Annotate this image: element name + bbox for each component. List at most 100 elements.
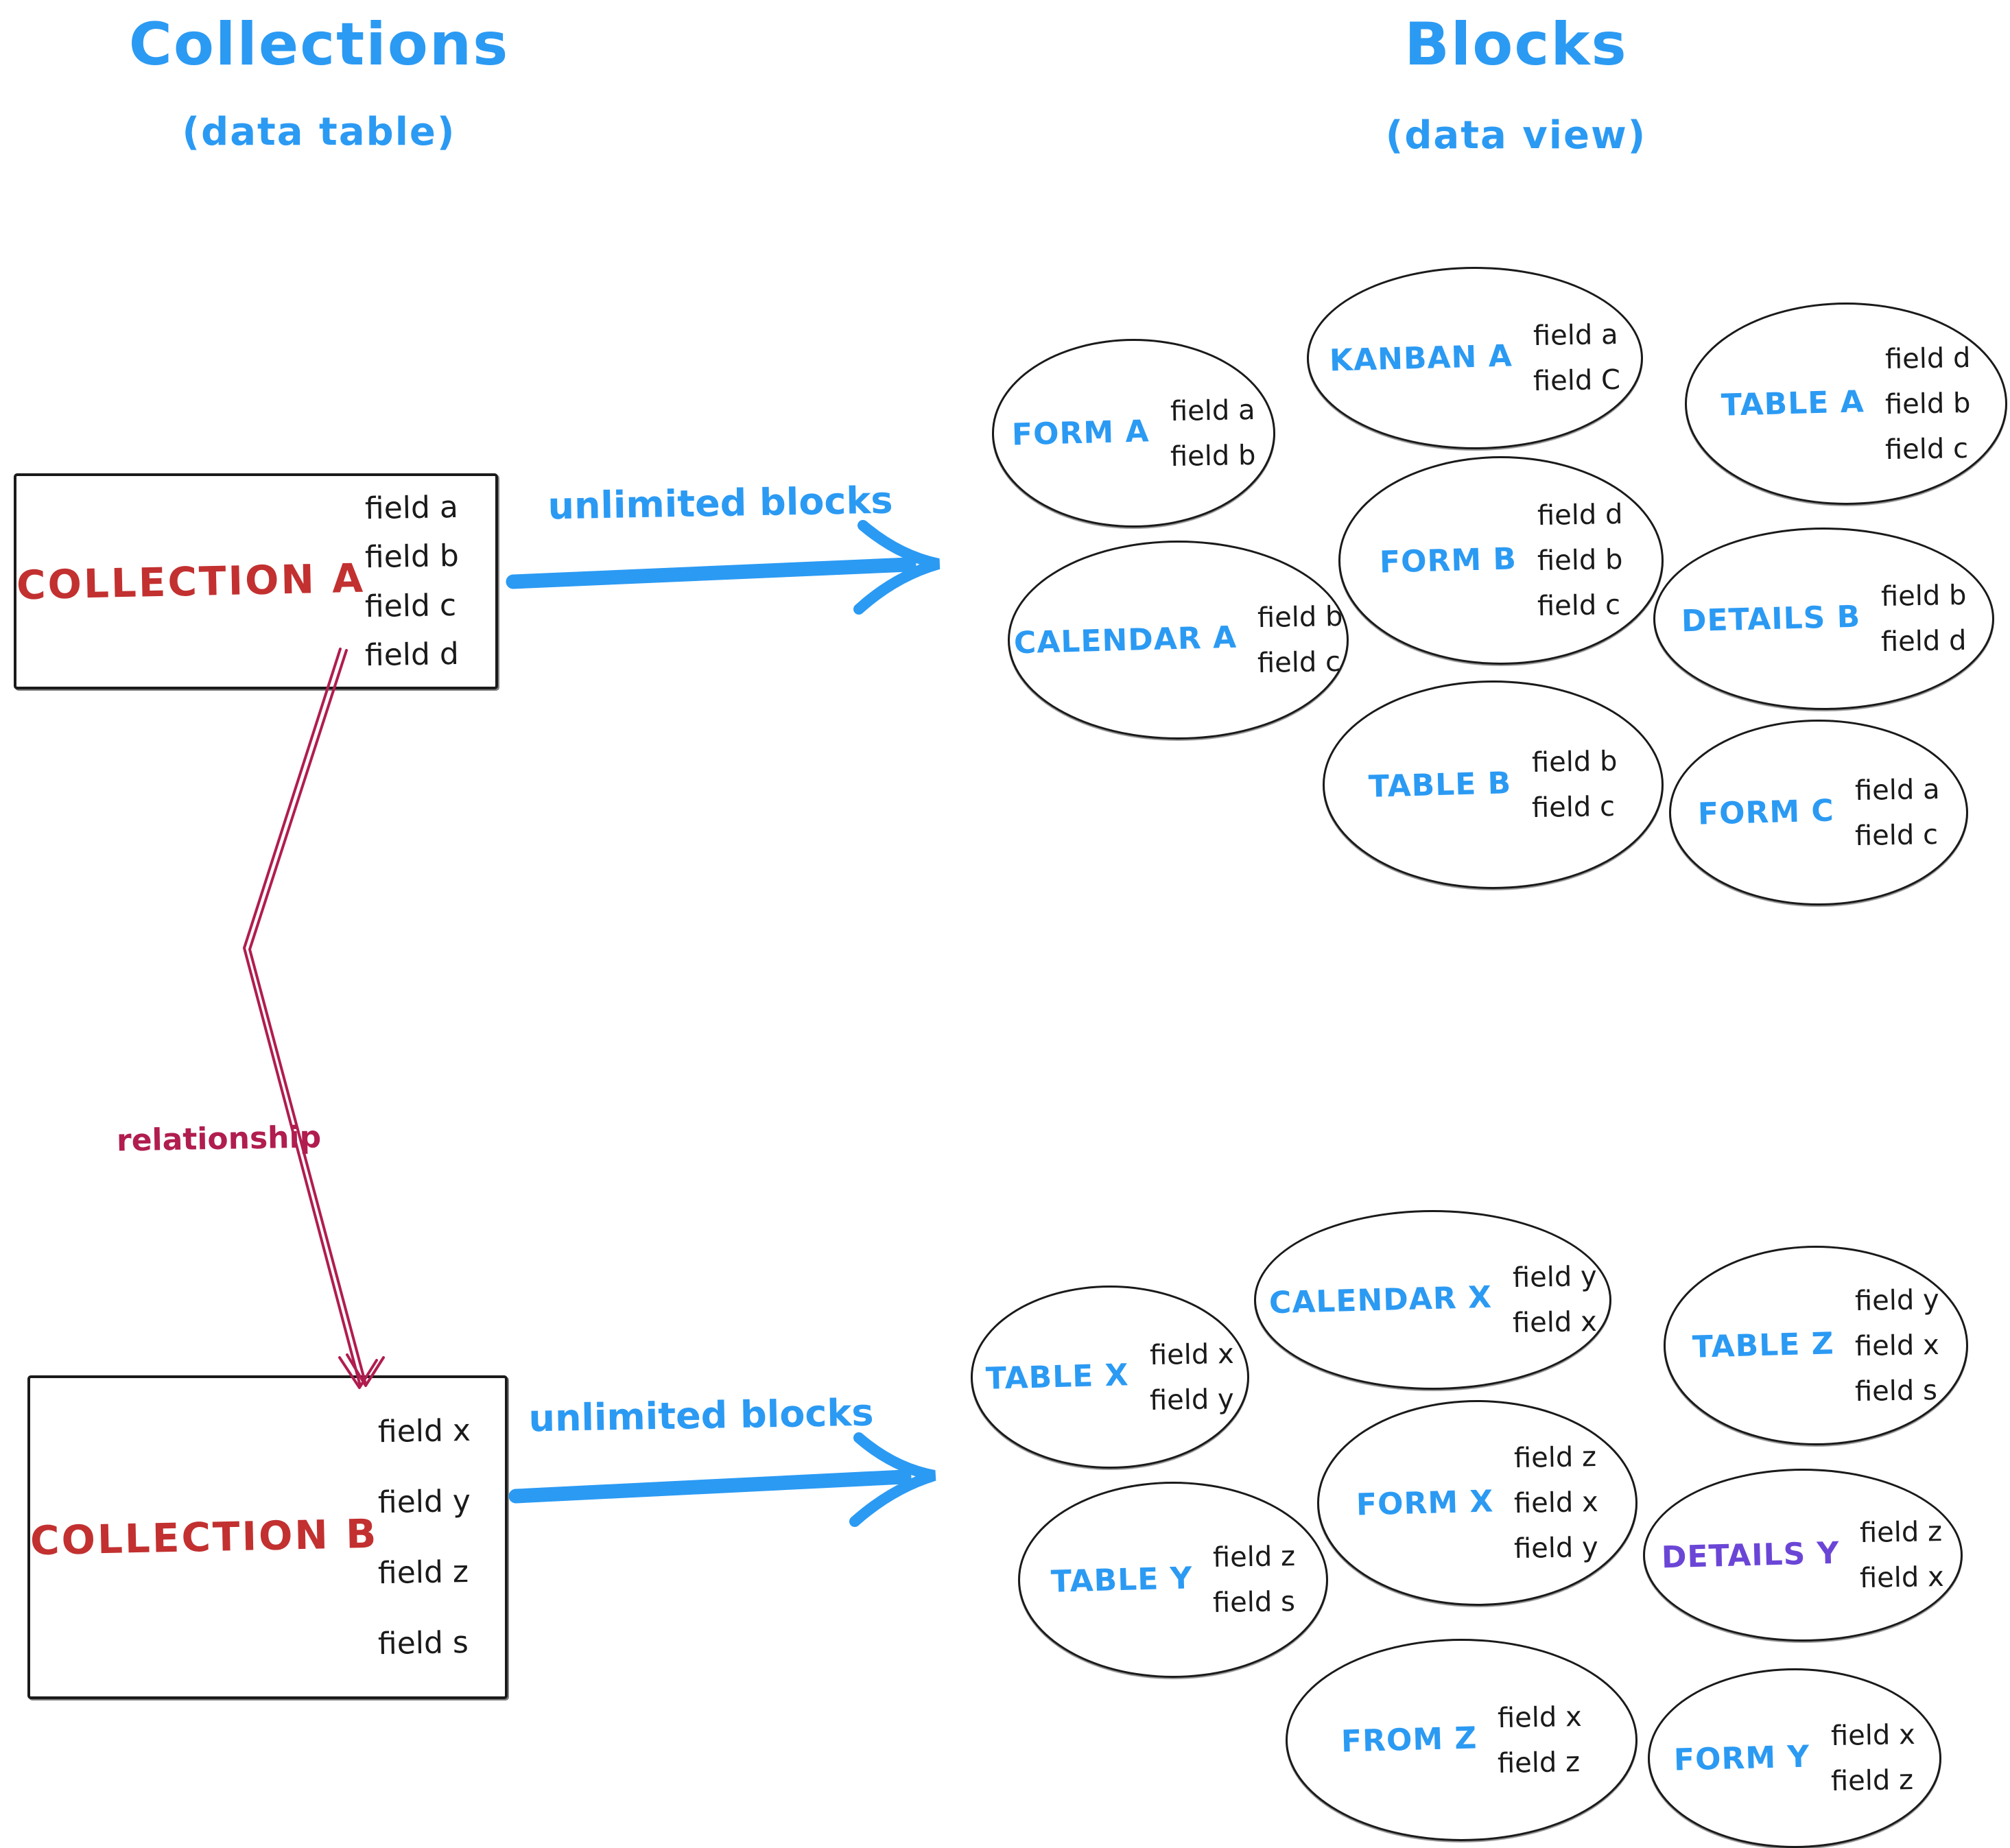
field-item: field a [1533, 318, 1618, 353]
block-details-y: DETAILS Y field z field x [1643, 1469, 1963, 1642]
block-kanban-a: KANBAN A field a field C [1307, 267, 1643, 449]
field-item: field c [1257, 645, 1341, 680]
block-form-b-fields: field d field b field c [1537, 498, 1623, 623]
relationship-connector [243, 648, 385, 1389]
field-item: field x [1830, 1718, 1915, 1753]
block-from-z-fields: field x field z [1497, 1701, 1583, 1779]
block-details-b-label: DETAILS B [1681, 599, 1861, 639]
field-item: field z [1212, 1540, 1296, 1574]
unlimited-blocks-arrow-bottom [508, 1432, 936, 1527]
collection-a-field: field a [364, 489, 459, 526]
block-calendar-x: CALENDAR X field y field x [1254, 1210, 1611, 1390]
block-kanban-a-label: KANBAN A [1329, 338, 1513, 378]
field-item: field s [1212, 1585, 1296, 1620]
field-item: field c [1531, 790, 1616, 825]
collection-a-field: field c [364, 587, 457, 625]
block-table-y-label: TABLE Y [1050, 1560, 1193, 1600]
collection-b-fields: field x field y field z field s [378, 1378, 505, 1696]
field-item: field z [1860, 1515, 1943, 1550]
block-table-y: TABLE Y field z field s [1018, 1482, 1328, 1678]
field-item: field x [1854, 1329, 1940, 1362]
collection-a-fields: field a field b field c field d [365, 476, 495, 687]
block-from-z: FROM Z field x field z [1286, 1639, 1637, 1841]
block-form-c: FORM C field a field c [1669, 720, 1968, 905]
field-item: field b [1170, 439, 1256, 473]
block-form-c-fields: field a field c [1854, 773, 1940, 852]
field-item: field C [1533, 364, 1621, 398]
block-table-a-label: TABLE A [1721, 384, 1865, 423]
block-form-a: FORM A field a field b [992, 339, 1275, 528]
block-table-y-fields: field z field s [1212, 1540, 1296, 1620]
block-form-a-fields: field a field b [1170, 394, 1256, 473]
collection-a-label: COLLECTION A [16, 554, 366, 608]
field-item: field x [1513, 1486, 1599, 1520]
block-calendar-x-fields: field y field x [1512, 1260, 1597, 1340]
block-table-x-label: TABLE X [985, 1358, 1130, 1397]
block-calendar-a-label: CALENDAR A [1013, 619, 1238, 661]
block-form-a-label: FORM A [1011, 414, 1150, 453]
collections-title: Collections [128, 10, 510, 79]
field-item: field c [1884, 432, 1969, 466]
blocks-subtitle: (data view) [1385, 113, 1647, 158]
collection-b-field: field y [377, 1483, 471, 1521]
field-item: field d [1880, 624, 1967, 659]
block-form-x-fields: field z field x field y [1513, 1441, 1599, 1565]
field-item: field x [1512, 1305, 1597, 1340]
field-item: field a [1170, 394, 1255, 427]
block-details-b: DETAILS B field b field d [1653, 528, 1994, 710]
block-table-a-fields: field d field b field c [1884, 342, 1971, 466]
field-item: field s [1854, 1374, 1938, 1408]
collections-subtitle: (data table) [182, 110, 456, 154]
field-item: field b [1531, 745, 1618, 779]
blocks-title: Blocks [1404, 10, 1628, 79]
block-table-b: TABLE B field b field c [1323, 680, 1664, 889]
field-item: field z [1513, 1441, 1597, 1475]
block-form-c-label: FORM C [1697, 793, 1835, 832]
block-form-x: FORM X field z field x field y [1317, 1400, 1637, 1606]
block-kanban-a-fields: field a field C [1533, 318, 1621, 398]
field-item: field x [1497, 1701, 1583, 1734]
block-table-b-fields: field b field c [1531, 745, 1618, 825]
field-item: field y [1513, 1531, 1599, 1565]
block-table-b-label: TABLE B [1368, 765, 1512, 805]
field-item: field y [1512, 1260, 1597, 1294]
unlimited-blocks-label-top: unlimited blocks [547, 478, 893, 528]
block-calendar-x-label: CALENDAR X [1268, 1279, 1493, 1320]
field-item: field x [1860, 1561, 1945, 1595]
collection-b-field: field s [377, 1624, 469, 1662]
block-details-y-fields: field z field x [1860, 1515, 1945, 1595]
collection-a-field: field b [364, 538, 460, 576]
relationship-label: relationship [116, 1120, 322, 1159]
unlimited-blocks-arrow-top [506, 520, 941, 615]
field-item: field c [1854, 818, 1939, 852]
block-form-b-label: FORM B [1379, 541, 1517, 580]
field-item: field a [1854, 773, 1940, 807]
collection-b-field: field x [377, 1412, 471, 1450]
block-form-b: FORM B field d field b field c [1338, 456, 1664, 665]
field-item: field b [1537, 543, 1623, 578]
field-item: field c [1537, 589, 1621, 623]
block-details-y-label: DETAILS Y [1661, 1535, 1841, 1575]
collection-b-field: field z [377, 1554, 469, 1591]
field-item: field d [1884, 342, 1971, 375]
block-form-x-label: FORM X [1356, 1483, 1494, 1523]
field-item: field b [1884, 387, 1971, 420]
field-item: field b [1880, 579, 1967, 613]
field-item: field z [1497, 1746, 1581, 1779]
unlimited-blocks-label-bottom: unlimited blocks [528, 1390, 874, 1441]
collection-a-field: field d [364, 637, 460, 674]
block-table-z-label: TABLE Z [1692, 1326, 1835, 1365]
field-item: field d [1537, 498, 1623, 532]
block-from-z-label: FROM Z [1340, 1720, 1478, 1760]
